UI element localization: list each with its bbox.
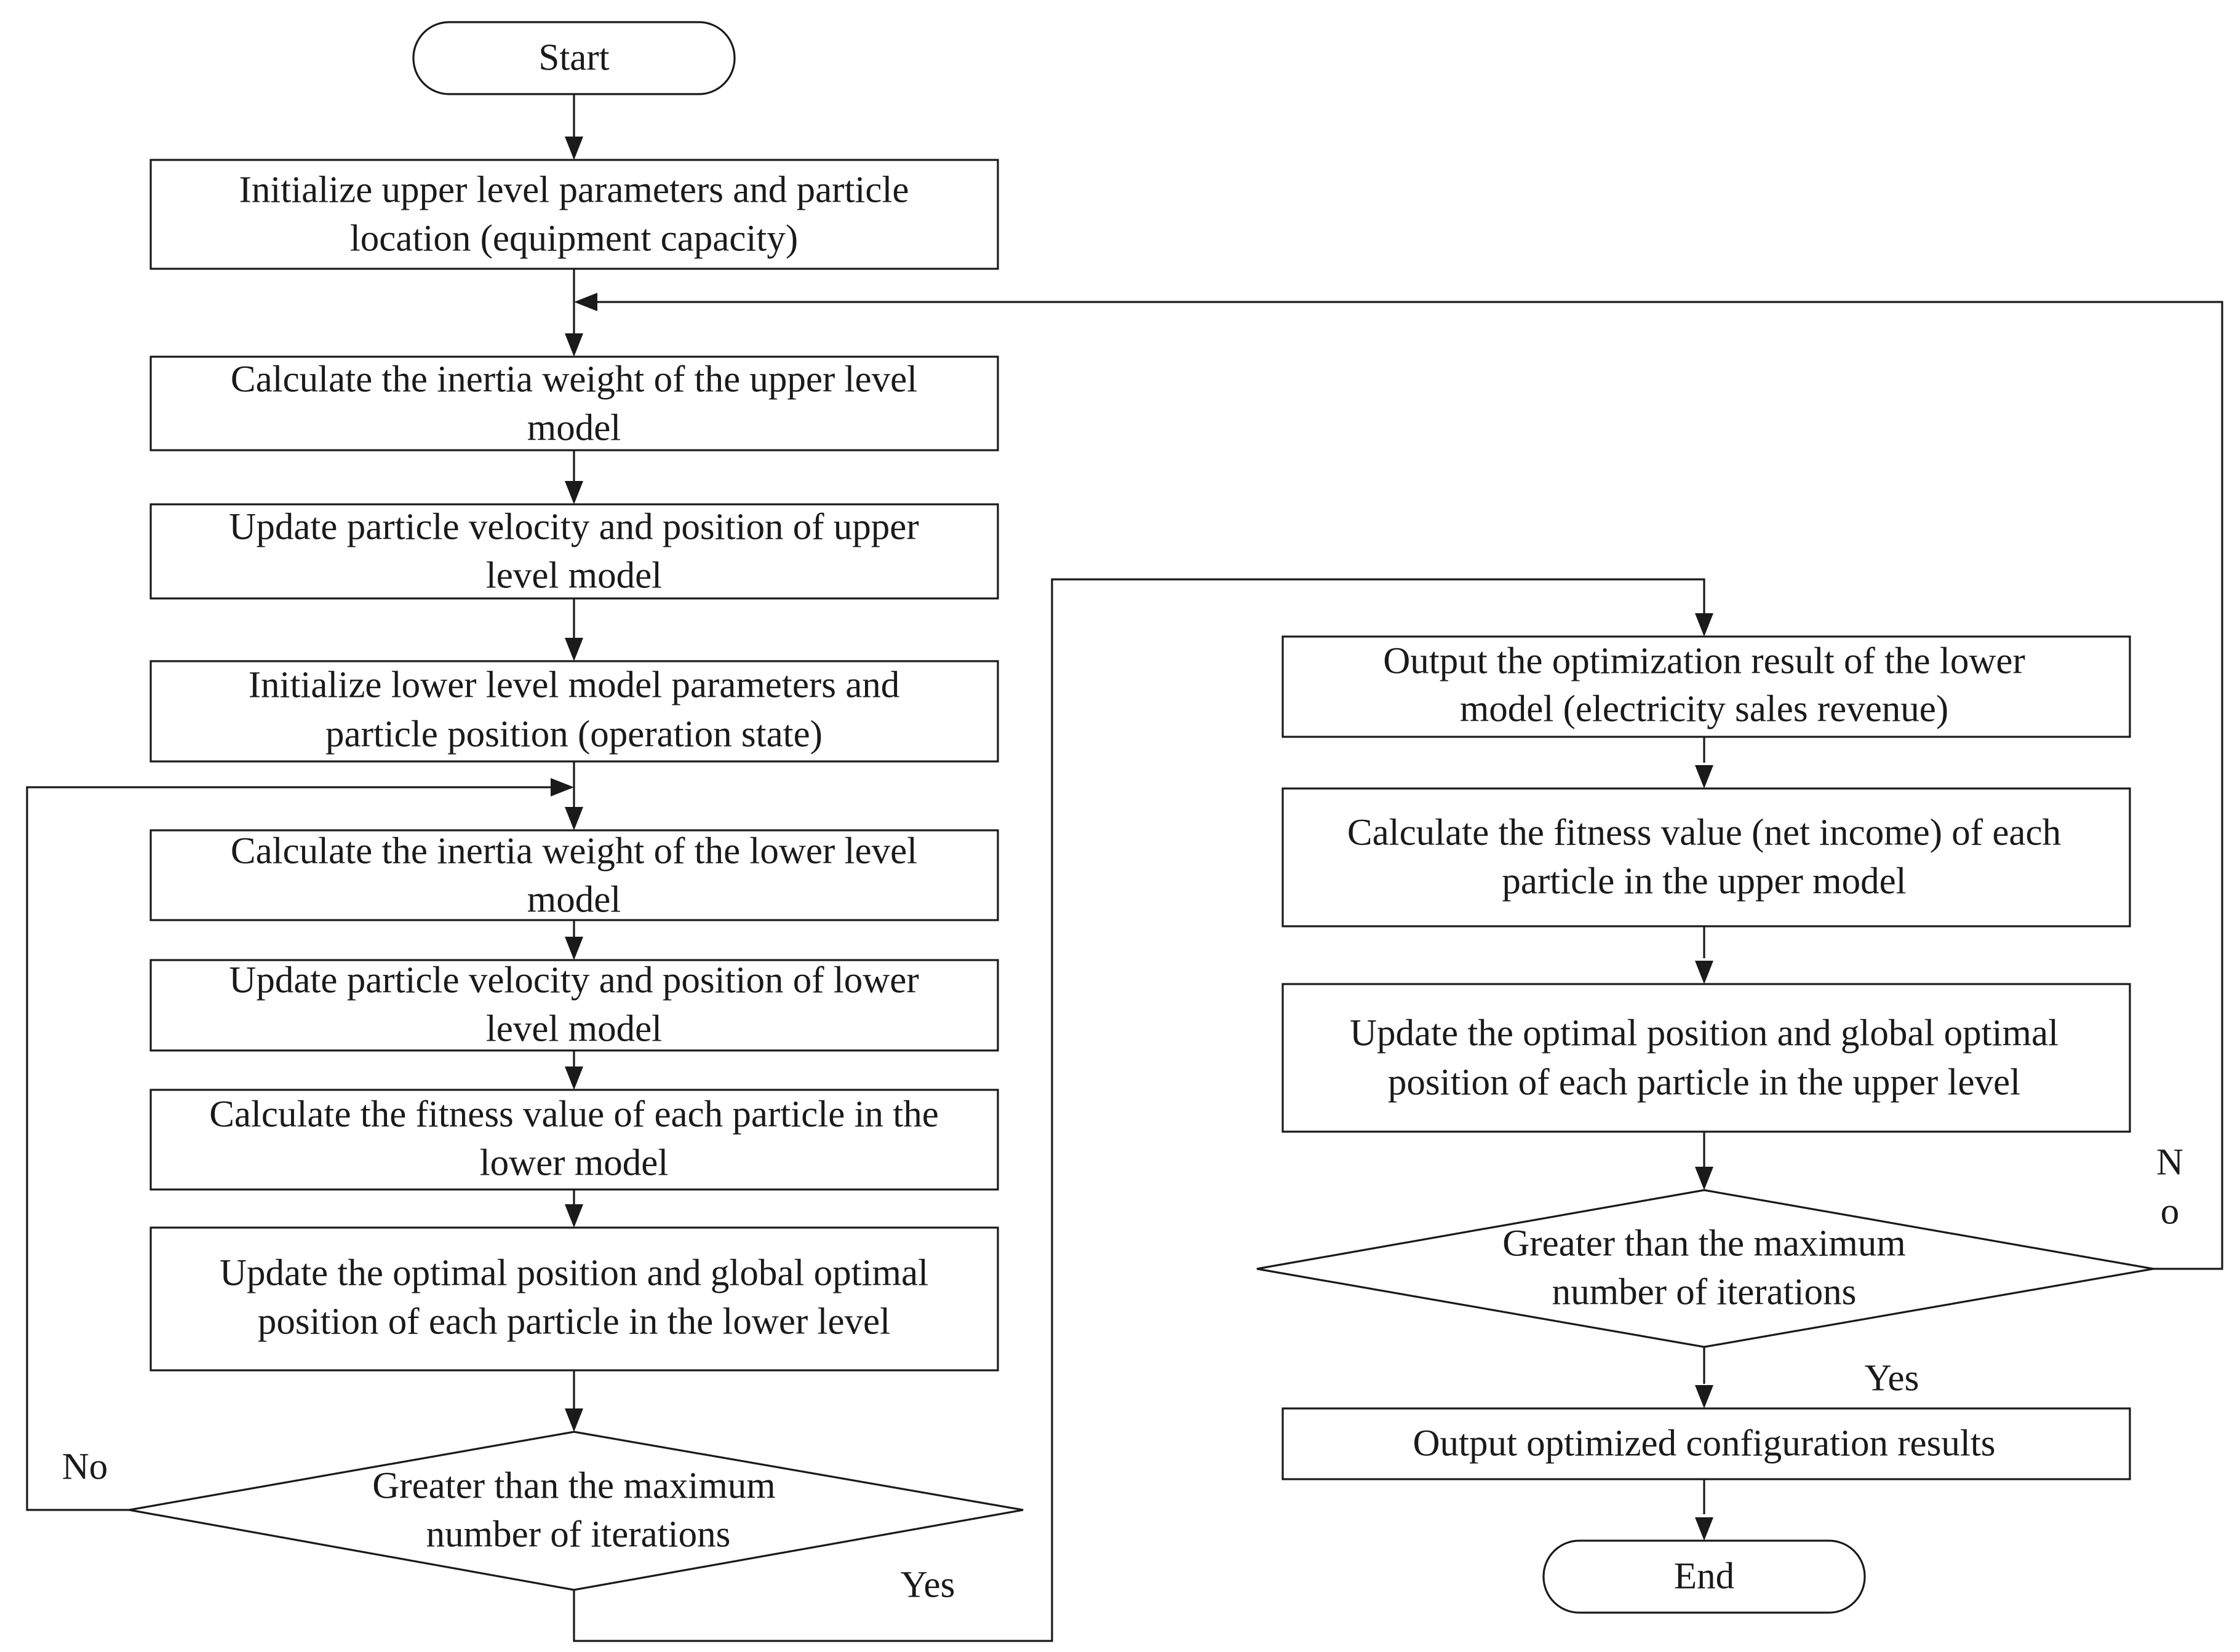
start-label: Start [538, 38, 609, 79]
update-upper-line-2: level model [486, 555, 662, 597]
decision-upper-diamond [1256, 1189, 2154, 1348]
optimal-lower-line-1: Update the optimal position and global o… [220, 1253, 928, 1294]
init-lower-line-1: Initialize lower level model parameters … [249, 665, 900, 706]
inertia-lower-line-1: Calculate the inertia weight of the lowe… [231, 831, 917, 872]
end-label: End [1674, 1556, 1734, 1597]
branch-labels: No Yes N o Yes [62, 1142, 2183, 1606]
arrow-to-fitness-upper [1695, 765, 1713, 788]
optimal-lower-box [149, 1226, 999, 1372]
arrow-to-optimal-lower [565, 1204, 583, 1228]
decision-lower-line-1: Greater than the maximum [372, 1466, 776, 1507]
inertia-upper-node: Calculate the inertia weight of the uppe… [149, 355, 999, 451]
decision-upper-line-2: number of iterations [1552, 1272, 1857, 1313]
update-upper-node: Update particle velocity and position of… [149, 503, 999, 600]
arrow-to-fitness-lower [565, 1066, 583, 1090]
optimal-lower-line-2: position of each particle in the lower l… [258, 1301, 890, 1343]
output-lower-node: Output the optimization result of the lo… [1281, 635, 2131, 738]
update-lower-line-2: level model [486, 1009, 662, 1050]
fitness-lower-line-1: Calculate the fitness value of each part… [209, 1094, 939, 1135]
inertia-lower-box [149, 829, 999, 921]
output-config-label: Output optimized configuration results [1413, 1423, 1995, 1464]
arrow-upper-loop-return [574, 293, 597, 311]
output-lower-box [1281, 635, 2131, 738]
output-lower-line-1: Output the optimization result of the lo… [1383, 641, 2025, 682]
left-yes-label: Yes [901, 1565, 955, 1606]
update-lower-box [149, 959, 999, 1052]
fitness-lower-node: Calculate the fitness value of each part… [149, 1089, 999, 1191]
decision-lower-diamond [129, 1431, 1024, 1591]
decision-upper-line-1: Greater than the maximum [1502, 1223, 1906, 1265]
update-upper-line-1: Update particle velocity and position of… [229, 507, 919, 548]
decision-lower-line-2: number of iterations [426, 1514, 731, 1555]
arrow-to-decision-lower [565, 1408, 583, 1432]
left-no-label: No [62, 1447, 108, 1488]
inertia-upper-line-1: Calculate the inertia weight of the uppe… [231, 359, 917, 400]
arrow-to-init-upper [565, 137, 583, 160]
optimal-upper-box [1281, 983, 2131, 1133]
right-yes-label: Yes [1865, 1358, 1919, 1399]
edge-lower-yes-to-output-lower [573, 578, 1705, 1642]
arrow-to-update-lower [565, 937, 583, 960]
fitness-lower-line-2: lower model [480, 1143, 669, 1184]
arrow-to-end [1695, 1517, 1713, 1541]
arrow-to-init-lower [565, 638, 583, 661]
init-upper-box [149, 159, 999, 270]
output-config-node: Output optimized configuration results [1281, 1407, 2131, 1480]
end-terminal [1542, 1539, 1866, 1614]
fitness-lower-box [149, 1089, 999, 1191]
arrow-lower-loop-return [551, 778, 574, 796]
optimal-upper-node: Update the optimal position and global o… [1281, 983, 2131, 1133]
inertia-upper-box [149, 355, 999, 451]
fitness-upper-node: Calculate the fitness value (net income)… [1281, 787, 2131, 927]
optimal-upper-line-2: position of each particle in the upper l… [1388, 1062, 2020, 1103]
update-upper-box [149, 503, 999, 600]
update-lower-node: Update particle velocity and position of… [149, 959, 999, 1052]
arrow-to-inertia-lower [565, 807, 583, 830]
arrow-to-update-upper [565, 481, 583, 504]
inertia-lower-node: Calculate the inertia weight of the lowe… [149, 829, 999, 921]
fitness-upper-box [1281, 787, 2131, 927]
init-upper-line-1: Initialize upper level parameters and pa… [239, 170, 909, 211]
arrow-to-output-lower [1695, 613, 1713, 637]
right-no-label-o: o [2161, 1191, 2180, 1233]
start-node: Start [412, 21, 736, 95]
init-upper-line-2: location (equipment capacity) [350, 218, 798, 260]
init-lower-node: Initialize lower level model parameters … [149, 660, 999, 763]
edge-lower-no-loop [26, 786, 551, 1511]
end-node: End [1542, 1539, 1866, 1614]
inertia-upper-line-2: model [527, 408, 621, 449]
right-no-label-n: N [2156, 1142, 2183, 1183]
decision-lower-node: Greater than the maximum number of itera… [129, 1431, 1024, 1591]
inertia-lower-line-2: model [527, 880, 621, 921]
edge-upper-no-loop [597, 301, 2223, 1270]
decision-upper-node: Greater than the maximum number of itera… [1256, 1189, 2154, 1348]
init-lower-line-2: particle position (operation state) [325, 714, 823, 755]
init-lower-box [149, 660, 999, 763]
connectors [26, 94, 2223, 1642]
start-terminal [412, 21, 736, 95]
fitness-upper-line-1: Calculate the fitness value (net income)… [1347, 812, 2061, 854]
optimal-upper-line-1: Update the optimal position and global o… [1350, 1013, 2059, 1054]
update-lower-line-1: Update particle velocity and position of… [229, 960, 919, 1001]
arrowheads [551, 137, 1713, 1541]
output-config-box [1281, 1407, 2131, 1480]
arrow-to-output-config [1695, 1385, 1713, 1408]
fitness-upper-line-2: particle in the upper model [1502, 861, 1906, 902]
arrow-to-optimal-upper [1695, 961, 1713, 984]
arrow-to-inertia-upper [565, 333, 583, 357]
output-lower-line-2: model (electricity sales revenue) [1460, 689, 1948, 730]
arrow-to-decision-upper [1695, 1167, 1713, 1190]
optimal-lower-node: Update the optimal position and global o… [149, 1226, 999, 1372]
init-upper-node: Initialize upper level parameters and pa… [149, 159, 999, 270]
